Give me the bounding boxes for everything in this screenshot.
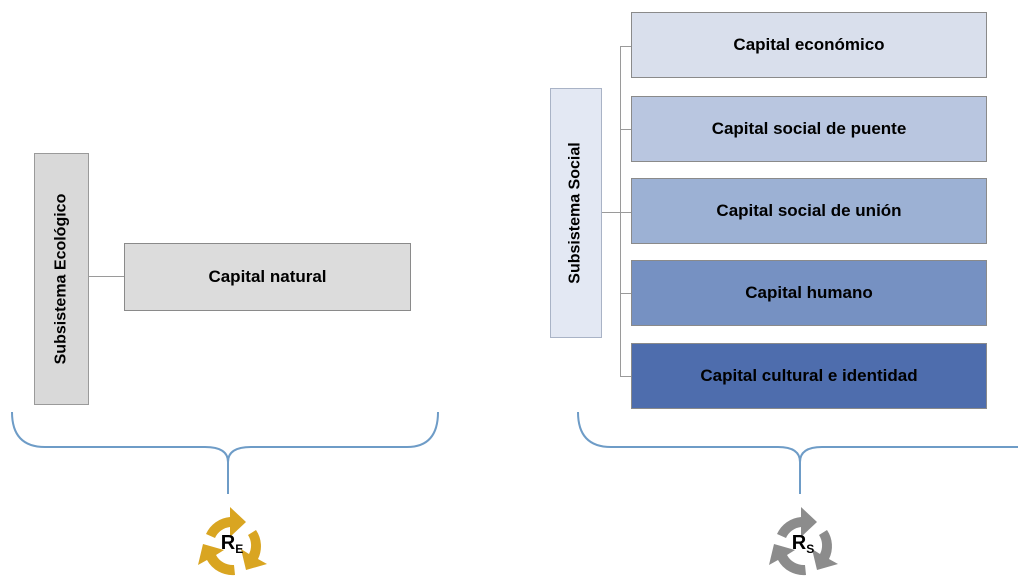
capital-economico-box: Capital económico <box>631 12 987 78</box>
social-connector-tick <box>620 129 631 130</box>
capital-humano-box: Capital humano <box>631 260 987 326</box>
social-subsystem-label-box: Subsistema Social <box>550 88 602 338</box>
social-connector-tick <box>620 212 631 213</box>
capital-natural-box: Capital natural <box>124 243 411 311</box>
ecological-resilience-label: RE <box>202 532 262 556</box>
social-resilience-letter: R <box>791 532 807 554</box>
social-connector-stub <box>602 212 620 213</box>
social-resilience-subscript: S <box>806 542 815 556</box>
social-connector-tick <box>620 293 631 294</box>
ecological-subsystem-label-box: Subsistema Ecológico <box>34 153 89 405</box>
capital-social-union-box: Capital social de unión <box>631 178 987 244</box>
social-connector-tick <box>620 46 631 47</box>
social-brace <box>577 411 1018 494</box>
social-resilience-label: RS <box>773 532 833 556</box>
social-cycle-icon <box>769 507 838 576</box>
social-connector-spine <box>620 46 621 376</box>
ecological-connector <box>89 276 124 277</box>
ecological-resilience-subscript: E <box>235 542 244 556</box>
ecological-cycle-icon <box>198 507 267 576</box>
social-connector-tick <box>620 376 631 377</box>
capital-social-puente-box: Capital social de puente <box>631 96 987 162</box>
capital-cultural-box: Capital cultural e identidad <box>631 343 987 409</box>
ecological-resilience-letter: R <box>220 532 236 554</box>
ecological-brace <box>11 411 439 494</box>
